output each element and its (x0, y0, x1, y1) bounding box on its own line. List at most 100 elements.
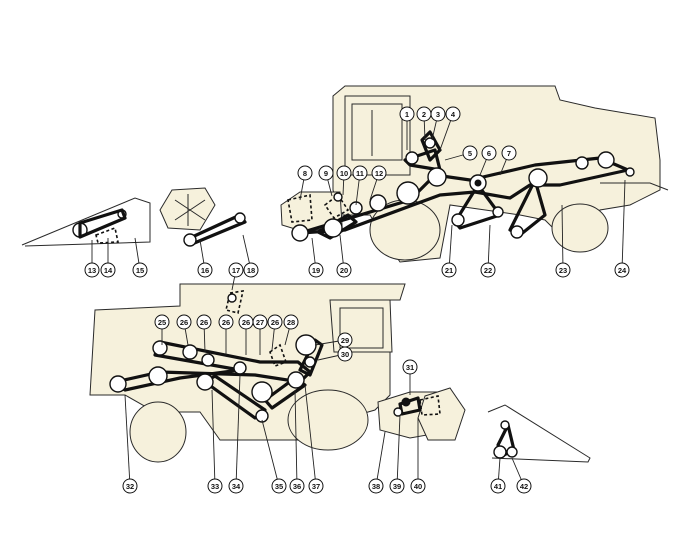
callout-number: 6 (487, 149, 491, 158)
callout-circle (352, 165, 368, 181)
callout-23: 23 (555, 204, 571, 278)
lower-front-wheel (287, 389, 369, 451)
callout-35: 35 (261, 419, 287, 494)
callout-40: 40 (410, 418, 426, 494)
callout-37: 37 (304, 384, 324, 494)
callout-number: 34 (232, 482, 241, 491)
callout-number: 10 (340, 169, 348, 178)
callout-number: 24 (618, 266, 627, 275)
callout-8: 8 (297, 165, 313, 201)
callout-circle (297, 165, 313, 181)
callout-number: 19 (312, 266, 320, 275)
callout-13: 13 (84, 240, 100, 278)
callout-circle (481, 145, 497, 161)
callout-1: 1 (399, 106, 415, 150)
callout-6: 6 (479, 145, 497, 176)
callout-circle (441, 262, 457, 278)
callout-number: 12 (375, 169, 383, 178)
callout-7: 7 (499, 145, 517, 176)
callout-circle (243, 262, 259, 278)
callout-31: 31 (402, 359, 418, 395)
callout-circle (337, 346, 353, 362)
callout-number: 7 (507, 149, 511, 158)
callout-leader (235, 374, 241, 487)
callout-17: 17 (228, 262, 244, 291)
callout-33: 33 (207, 389, 223, 494)
callout-circle (207, 478, 223, 494)
callout-leader (396, 414, 401, 487)
callout-number: 39 (393, 482, 401, 491)
callout-18: 18 (242, 234, 259, 278)
callout-number: 2 (422, 110, 426, 119)
callout-39: 39 (389, 414, 405, 494)
callout-26: 26 (267, 314, 283, 351)
callout-circle (308, 262, 324, 278)
callout-circle (283, 314, 299, 330)
callout-leader (561, 204, 564, 271)
callout-number: 28 (287, 318, 295, 327)
callout-circle (336, 165, 352, 181)
callout-circle (614, 262, 630, 278)
callout-circle (480, 262, 496, 278)
callout-38: 38 (368, 431, 386, 494)
callout-number: 33 (211, 482, 219, 491)
callout-22: 22 (480, 224, 496, 278)
callout-circle (132, 262, 148, 278)
callout-number: 9 (324, 169, 328, 178)
callout-number: 14 (104, 266, 113, 275)
callout-41: 41 (490, 457, 506, 494)
callout-circle (176, 314, 192, 330)
callout-20: 20 (336, 234, 352, 278)
callout-number: 37 (312, 482, 320, 491)
callout-number: 5 (468, 149, 472, 158)
callout-circle (490, 478, 506, 494)
callout-leader (487, 224, 491, 271)
callout-circle (196, 314, 212, 330)
callout-leader (375, 431, 386, 487)
callout-leader (448, 224, 453, 271)
callout-circle (308, 478, 324, 494)
callout-number: 38 (372, 482, 380, 491)
callout-number: 21 (445, 266, 453, 275)
upper-pulleys (291, 137, 635, 242)
callout-2: 2 (416, 106, 432, 141)
callout-36: 36 (289, 389, 305, 494)
callout-circle (228, 478, 244, 494)
callout-15: 15 (132, 237, 148, 278)
callout-number: 31 (406, 363, 414, 372)
callout-circle (197, 262, 213, 278)
callout-42: 42 (511, 457, 532, 494)
callout-circle (371, 165, 387, 181)
callout-21: 21 (441, 224, 457, 278)
callout-number: 30 (341, 350, 349, 359)
callout-number: 26 (242, 318, 250, 327)
callout-24: 24 (614, 179, 630, 278)
callout-circle (410, 478, 426, 494)
lower-pulleys (109, 293, 411, 423)
callout-number: 40 (414, 482, 422, 491)
callout-number: 41 (494, 482, 502, 491)
callout-number: 17 (232, 266, 240, 275)
callout-number: 13 (88, 266, 96, 275)
callout-16: 16 (197, 239, 213, 278)
callout-34: 34 (228, 374, 244, 494)
callout-number: 27 (256, 318, 264, 327)
callout-circle (267, 314, 283, 330)
callout-circle (154, 314, 170, 330)
reel-sketch (159, 187, 247, 247)
callout-number: 42 (520, 482, 528, 491)
callout-leader (621, 179, 626, 271)
callout-number: 11 (356, 169, 364, 178)
callout-leader (294, 389, 298, 487)
callout-circle (228, 262, 244, 278)
rear-wheel (551, 203, 609, 253)
callout-circle (430, 106, 446, 122)
callout-number: 36 (293, 482, 301, 491)
callout-leader (124, 394, 131, 487)
callout-number: 3 (436, 110, 440, 119)
callout-14: 14 (100, 238, 116, 278)
callout-number: 1 (405, 110, 409, 119)
callout-circle (389, 478, 405, 494)
callout-circle (402, 359, 418, 375)
